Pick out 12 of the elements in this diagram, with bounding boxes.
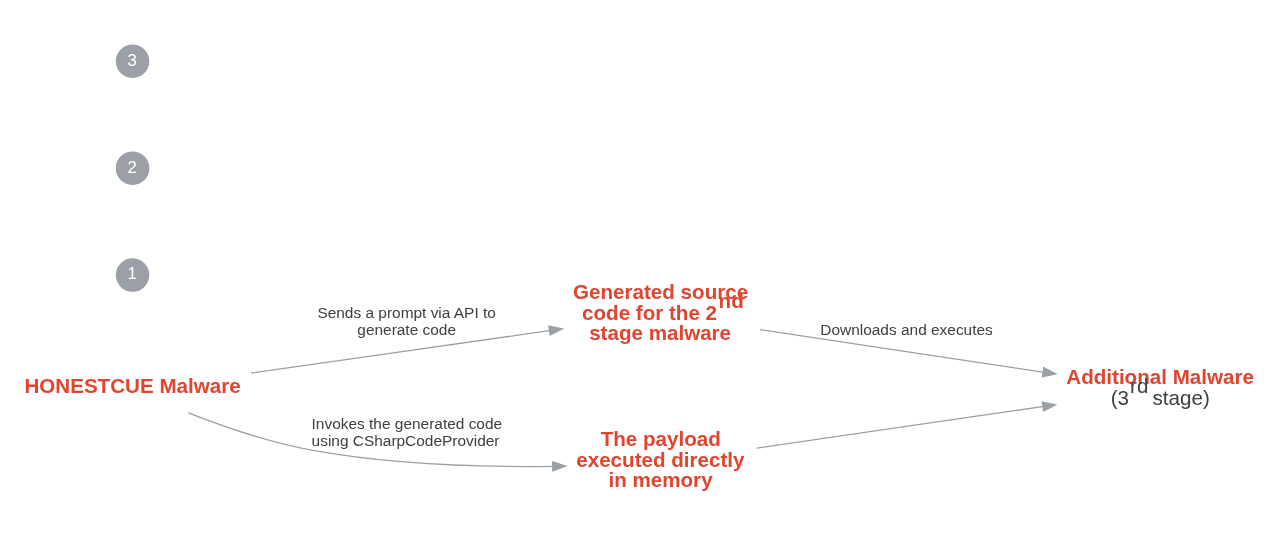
arrow	[250, 325, 565, 374]
arrow	[756, 401, 1058, 449]
label: 2	[127, 157, 137, 177]
edge-label: Downloads and executes	[820, 321, 993, 339]
edge-label: Sends a prompt via API to generate code	[317, 304, 496, 339]
label: 3	[127, 50, 137, 70]
edge-label: Invokes the generated code using CSharpCodeProvider	[311, 415, 503, 449]
node-text: The payload executed directly in memory	[576, 427, 745, 492]
node-text: HONESTCUE Malware	[24, 374, 241, 398]
arrow	[187, 412, 568, 472]
arrow	[759, 329, 1058, 378]
label: 1	[127, 264, 137, 284]
